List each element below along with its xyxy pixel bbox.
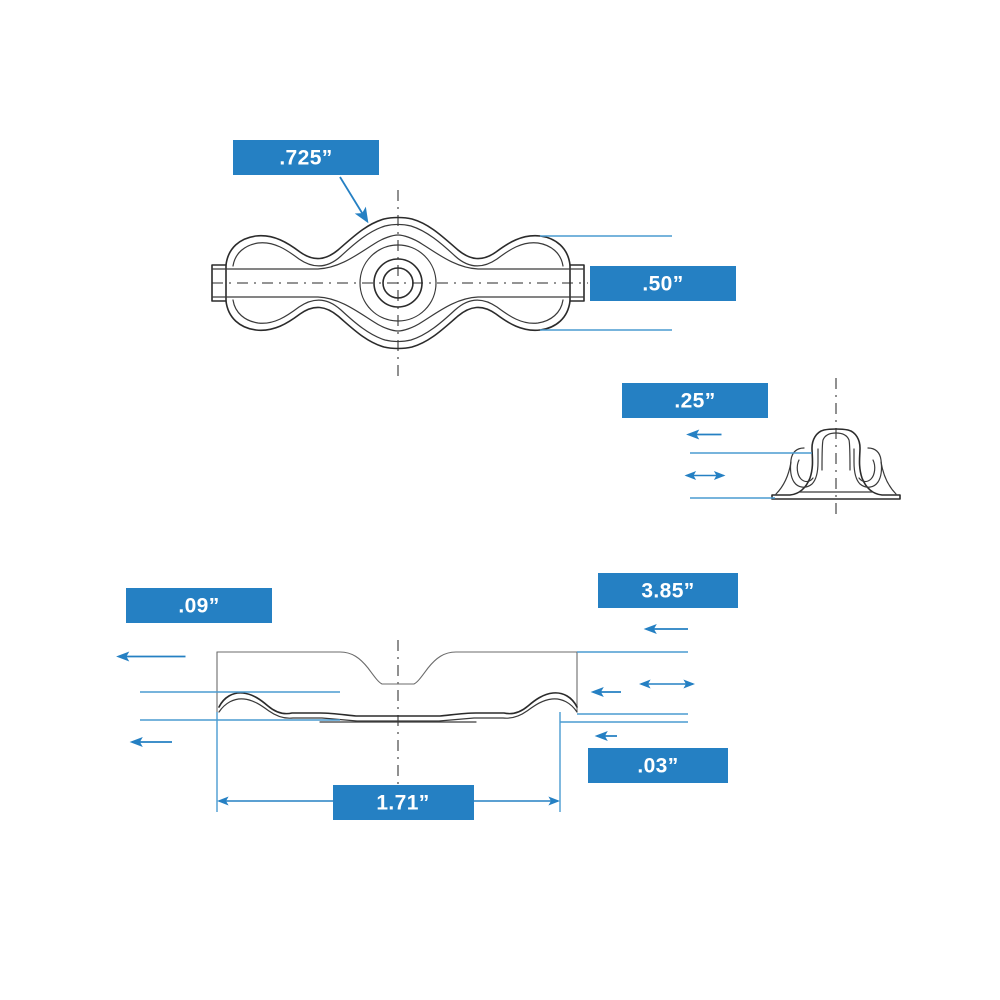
callout-725-text: .725” (279, 147, 332, 170)
callout-layer: .725” .50” .25” .09” 3.85” (126, 140, 768, 820)
front-view (116, 623, 696, 812)
callout-09-text: .09” (178, 595, 219, 618)
callout-09-box[interactable] (126, 588, 272, 623)
callout-171-text: 1.71” (376, 792, 429, 815)
end-view-right-skirt (880, 461, 897, 495)
top-view (211, 176, 703, 378)
end-view-left-lobe-inner (796, 459, 814, 483)
callout-725[interactable]: .725” (233, 140, 379, 175)
end-view-outer-profile (771, 428, 901, 500)
callout-385-text: 3.85” (641, 580, 694, 603)
top-view-hole-inner (382, 267, 414, 299)
callout-09[interactable]: .09” (126, 588, 272, 623)
callout-385[interactable]: 3.85” (598, 573, 738, 608)
end-view-right-lobe (853, 447, 883, 488)
callout-50-text: .50” (642, 273, 683, 296)
top-view-upper-inner-edge (232, 223, 564, 267)
end-view-left-skirt (775, 461, 792, 495)
top-view-dome-lower-contour (211, 296, 585, 332)
callout-50-box[interactable] (590, 266, 736, 301)
callout-171-box[interactable] (333, 785, 474, 820)
top-view-right-tab (569, 264, 585, 302)
front-view-top-silhouette (216, 651, 578, 685)
front-view-lower-wave (218, 698, 578, 722)
callout-25-text: .25” (674, 390, 715, 413)
callout-25-box[interactable] (622, 383, 768, 418)
callout-725-box[interactable] (233, 140, 379, 175)
callout-03-box[interactable] (588, 748, 728, 783)
top-view-hole-outer (373, 258, 423, 308)
callout-25[interactable]: .25” (622, 383, 768, 418)
top-view-lower-inner-edge (232, 299, 564, 343)
end-view (684, 378, 901, 520)
top-view-dome-upper-contour (211, 234, 585, 270)
callout-03-text: .03” (637, 755, 678, 778)
top-view-boss-circle (359, 244, 437, 322)
callout-171[interactable]: 1.71” (333, 785, 474, 820)
callout-50[interactable]: .50” (590, 266, 736, 301)
front-view-upper-wave (218, 692, 578, 717)
callout-03[interactable]: .03” (588, 748, 728, 783)
end-view-right-lobe-inner (858, 459, 876, 483)
callout-385-box[interactable] (598, 573, 738, 608)
end-view-center-loop (821, 432, 851, 471)
end-view-left-lobe (789, 447, 819, 488)
top-view-left-tab (211, 264, 227, 302)
leader-line-725 (339, 176, 369, 224)
